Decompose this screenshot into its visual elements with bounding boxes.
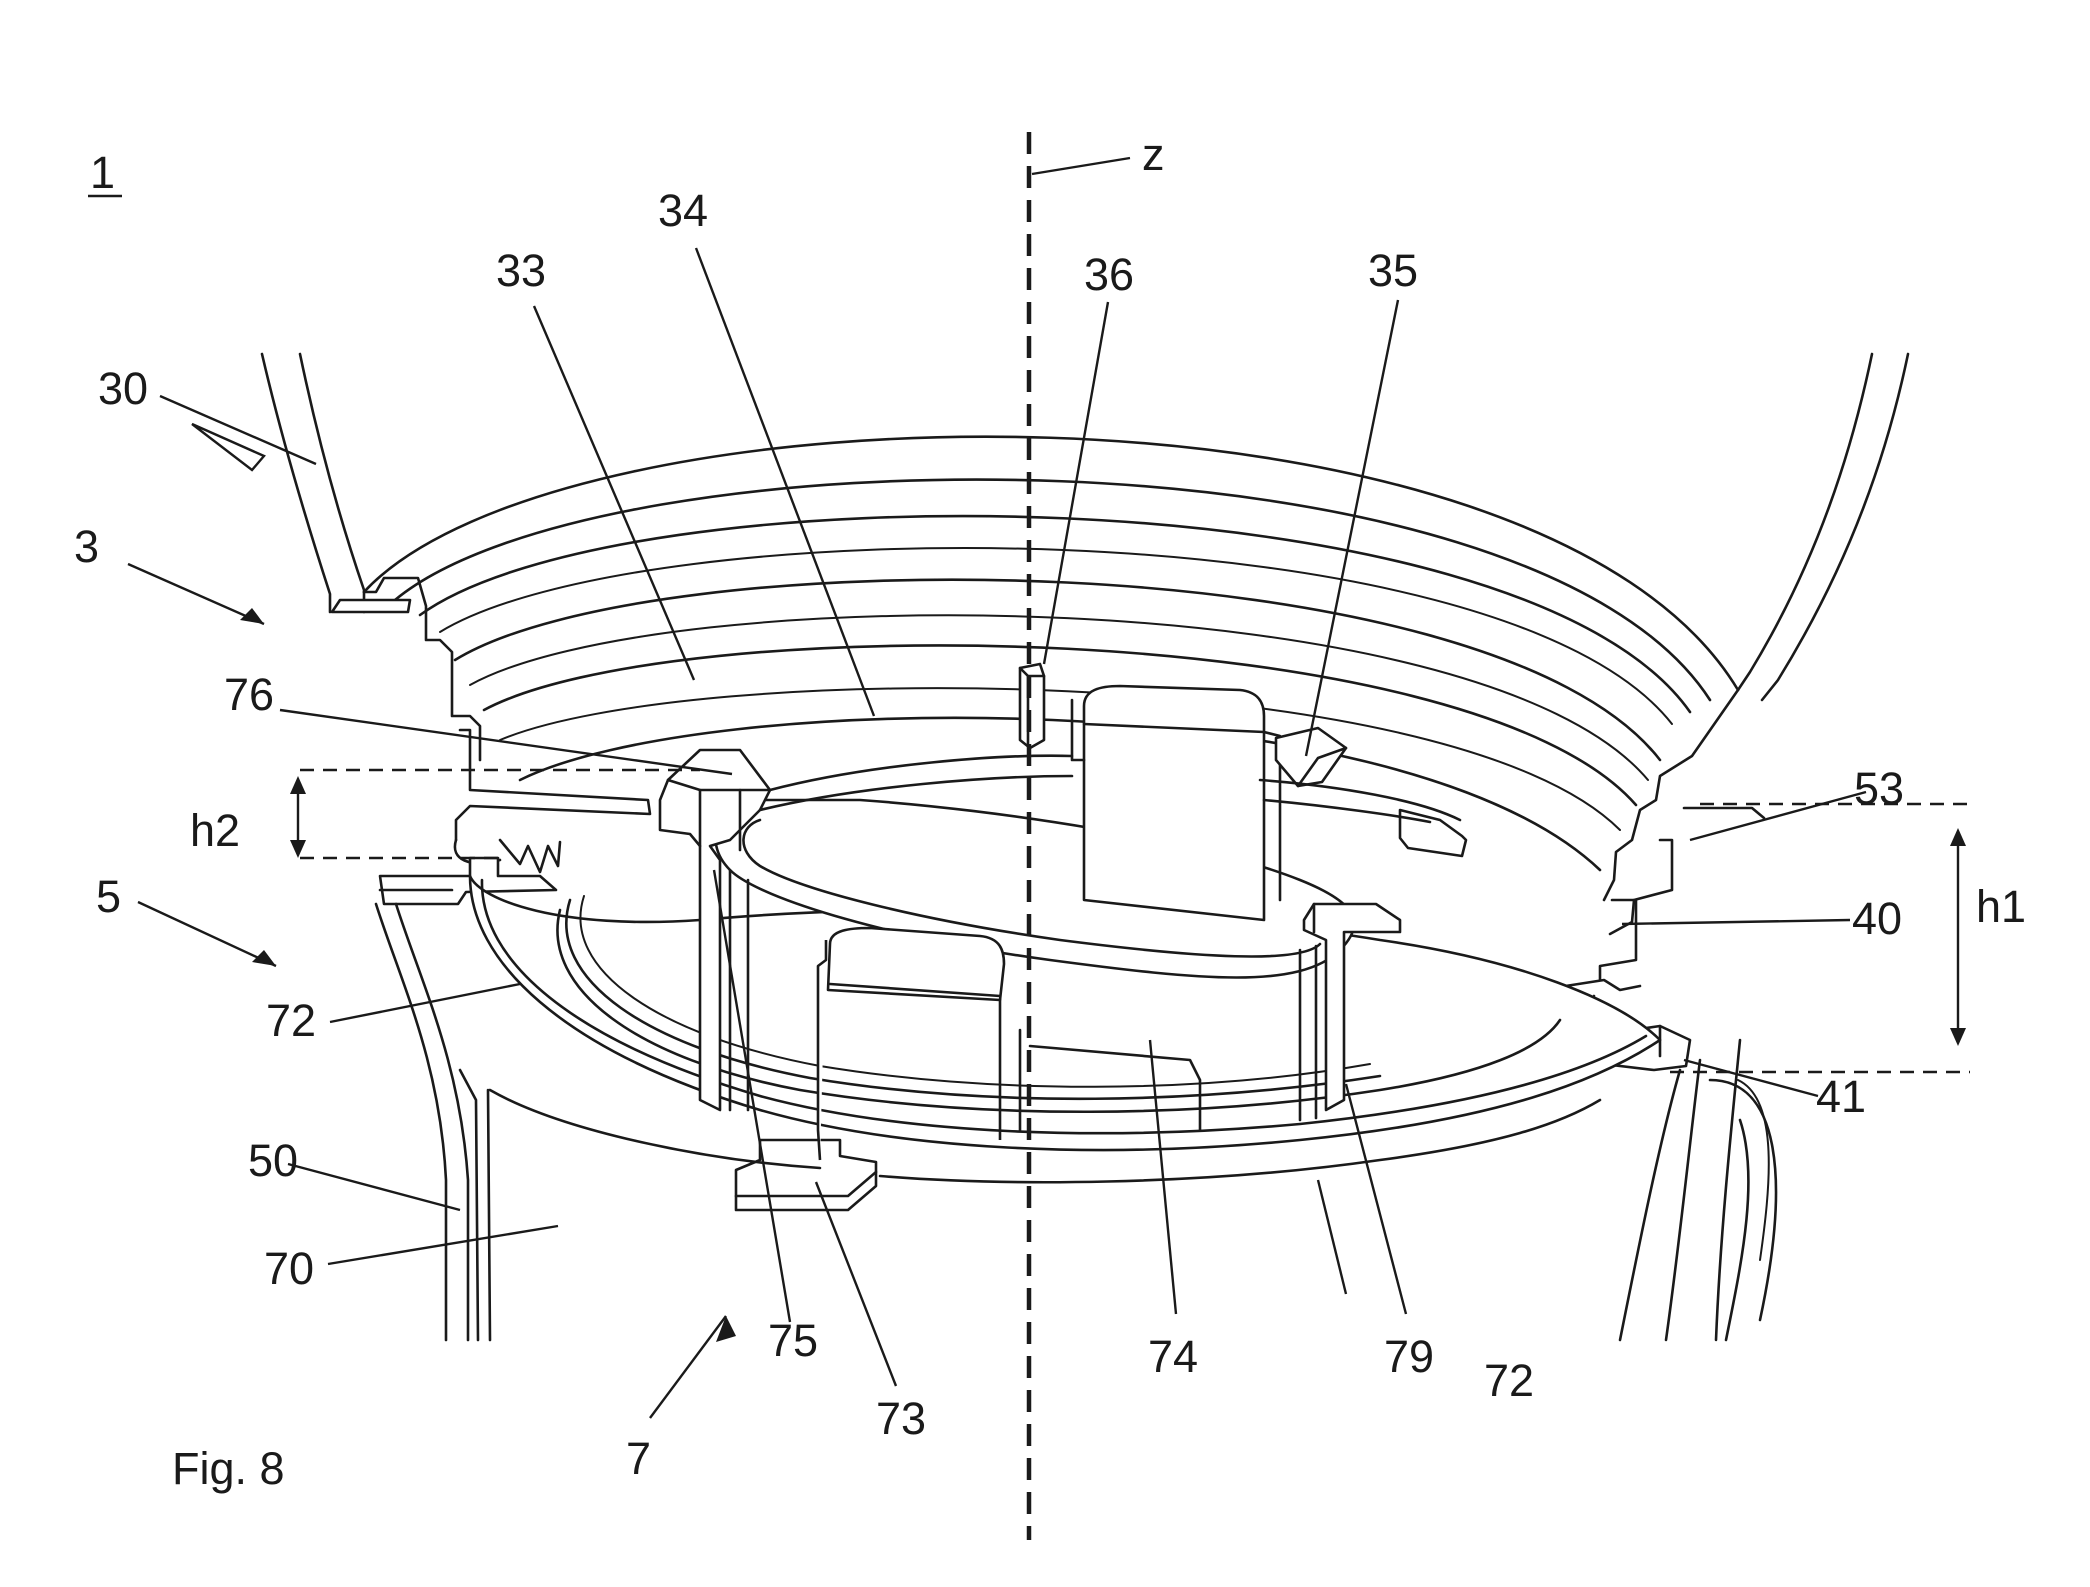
arrow-3 [191,422,266,472]
device-number-label: 1 [90,147,115,198]
lower-housing-50 [374,902,1778,1342]
h1-label: h1 [1976,881,2026,932]
axis-z-label: z [1142,129,1165,180]
ref-53: 53 [1854,763,1904,814]
ref-72-right: 72 [1484,1355,1534,1406]
arrowhead-down [290,840,306,858]
axis-z [1026,132,1131,1540]
leader-lines [127,247,1867,1419]
upper-housing-30 [260,352,1910,902]
dimension-h1 [1670,802,1970,1074]
arrowhead-7 [716,1316,736,1342]
arrowhead-3 [240,608,264,624]
ref-79: 79 [1384,1331,1434,1382]
dimension-h2 [290,768,700,860]
funnel-rings [362,435,1740,872]
ref-40: 40 [1852,893,1902,944]
ref-3: 3 [74,521,99,572]
ref-30: 30 [98,363,148,414]
arrowhead-up [290,776,306,794]
central-cage [658,662,1468,1161]
ref-74: 74 [1148,1331,1198,1382]
arrowhead-up [1950,828,1966,846]
ref-5: 5 [96,871,121,922]
ref-33: 33 [496,245,546,296]
left-flange [330,598,652,906]
ref-75: 75 [768,1315,818,1366]
ref-41: 41 [1816,1071,1866,1122]
labels: 1 z h1 h2 30 3 5 33 34 36 35 76 53 40 41… [74,129,2026,1494]
h2-label: h2 [190,805,240,856]
ref-34: 34 [658,185,708,236]
figure-caption: Fig. 8 [172,1443,285,1494]
ref-76: 76 [224,669,274,720]
ref-7: 7 [626,1433,651,1484]
filter-body-70 [488,1088,1602,1184]
ref-35: 35 [1368,245,1418,296]
filter-lug-73 [734,1138,878,1212]
ref-70: 70 [264,1243,314,1294]
ref-50: 50 [248,1135,298,1186]
filter-ring-72 [468,874,1662,1152]
ref-36: 36 [1084,249,1134,300]
arrowhead-5 [252,950,276,966]
ref-73: 73 [876,1393,926,1444]
arrowhead-down [1950,1028,1966,1046]
ref-72-left: 72 [266,995,316,1046]
